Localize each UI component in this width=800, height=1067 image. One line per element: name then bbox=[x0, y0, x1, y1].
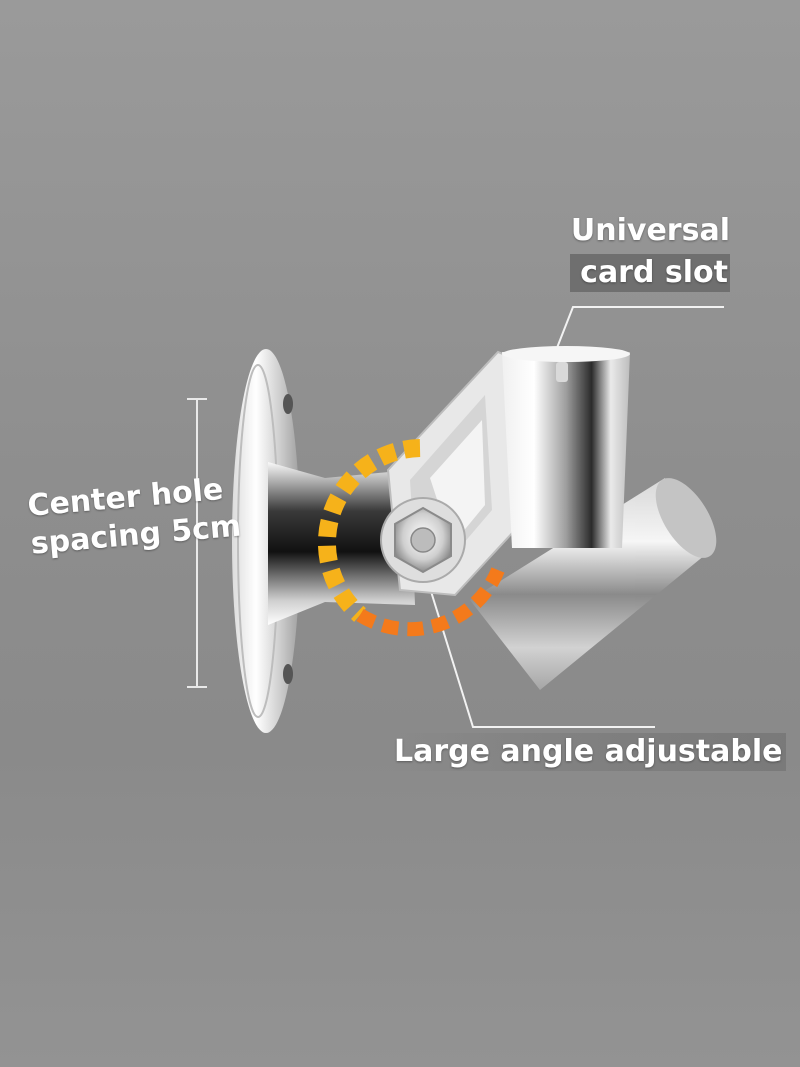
angle-label: Large angle adjustable bbox=[390, 733, 787, 771]
swivel-tube bbox=[470, 478, 717, 690]
hex-nut bbox=[380, 497, 466, 583]
angle-arc bbox=[317, 439, 505, 637]
holder-cup bbox=[502, 346, 630, 548]
card-slot-label: Universal card slot bbox=[570, 213, 730, 292]
mount-neck bbox=[268, 462, 415, 625]
screw-hole-bottom bbox=[283, 664, 293, 684]
screw-hole-top bbox=[283, 394, 293, 414]
dimension-bar bbox=[187, 398, 207, 688]
wall-plate bbox=[232, 349, 300, 733]
